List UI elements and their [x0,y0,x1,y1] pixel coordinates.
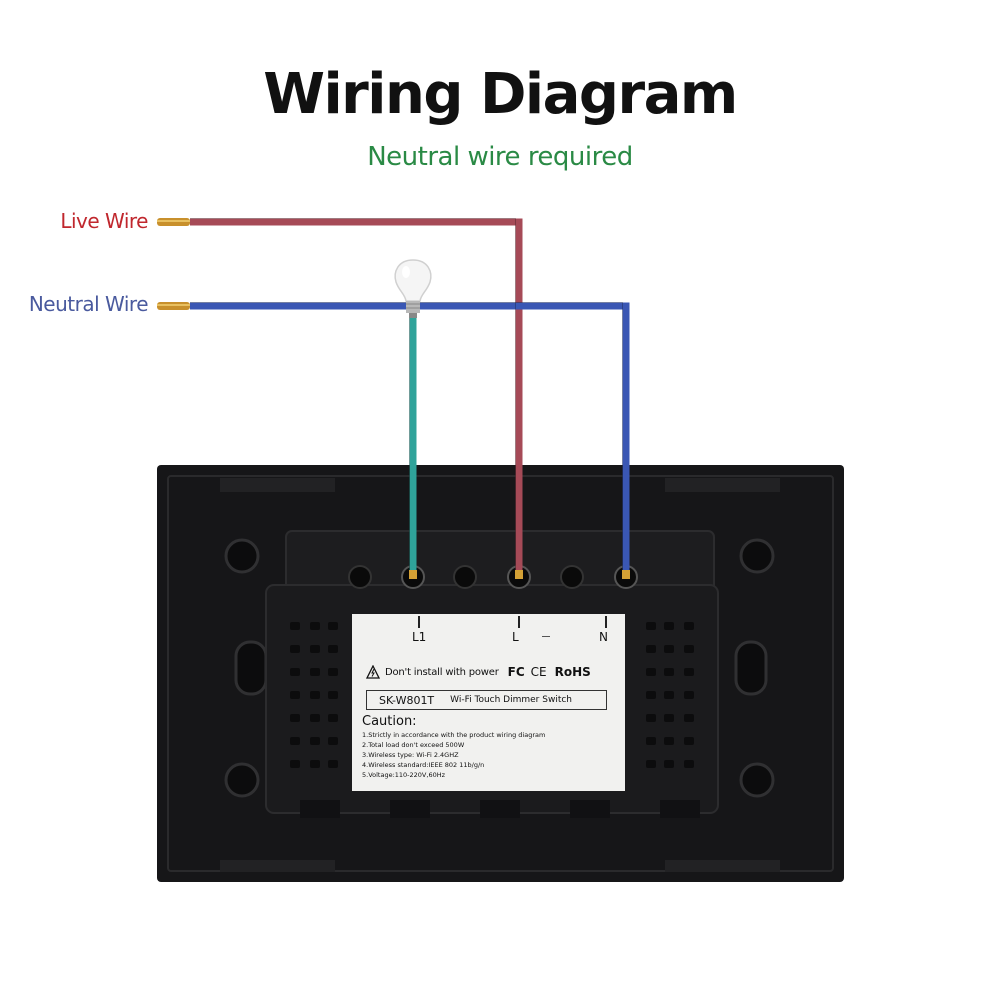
mounting-slot-left [234,640,268,696]
caution-item: 4.Wireless standard:IEEE 802 11b/g/n [362,761,485,769]
ce-mark: CE [530,665,547,679]
caution-title: Caution: [362,714,417,729]
live-wire-tip [157,218,190,226]
caution-list: 1.Strictly in accordance with the produc… [362,730,545,780]
light-bulb-icon [394,259,432,318]
screw-hole-bottom-left [224,762,260,798]
neutral-wire [190,302,630,574]
model-box: SK-W801T Wi-Fi Touch Dimmer Switch [366,690,607,710]
caution-item: 5.Voltage:110-220V,60Hz [362,771,446,779]
warning-row: Don't install with power FC CE RoHS [366,661,616,683]
product-label: L1 L N Don't install with power FC CE Ro… [352,614,625,791]
mounting-slot-right [734,640,768,696]
terminal-l1-label: L1 [412,630,427,644]
warning-triangle-icon [366,665,380,679]
product-name: Wi-Fi Touch Dimmer Switch [450,695,572,705]
fcc-mark: FC [507,665,525,679]
terminal-l-label: L [512,630,519,644]
model-number: SK-W801T [379,693,435,707]
terminal-n-label: N [599,630,608,644]
page-subtitle: Neutral wire required [367,142,633,172]
live-wire [190,218,523,574]
screw-hole-top-right [739,538,775,574]
caution-item: 3.Wireless type: Wi-Fi 2.4GHZ [362,751,459,759]
screw-hole-top-left [224,538,260,574]
caution-item: 1.Strictly in accordance with the produc… [362,731,546,739]
screw-hole-bottom-right [739,762,775,798]
page-title: Wiring Diagram [263,62,738,127]
rohs-mark: RoHS [554,665,591,679]
live-wire-label: Live Wire [60,209,148,233]
warning-text: Don't install with power [385,666,499,678]
neutral-wire-tip [157,302,190,310]
caution-item: 2.Total load don't exceed 500W [362,741,465,749]
neutral-wire-label: Neutral Wire [28,292,149,316]
